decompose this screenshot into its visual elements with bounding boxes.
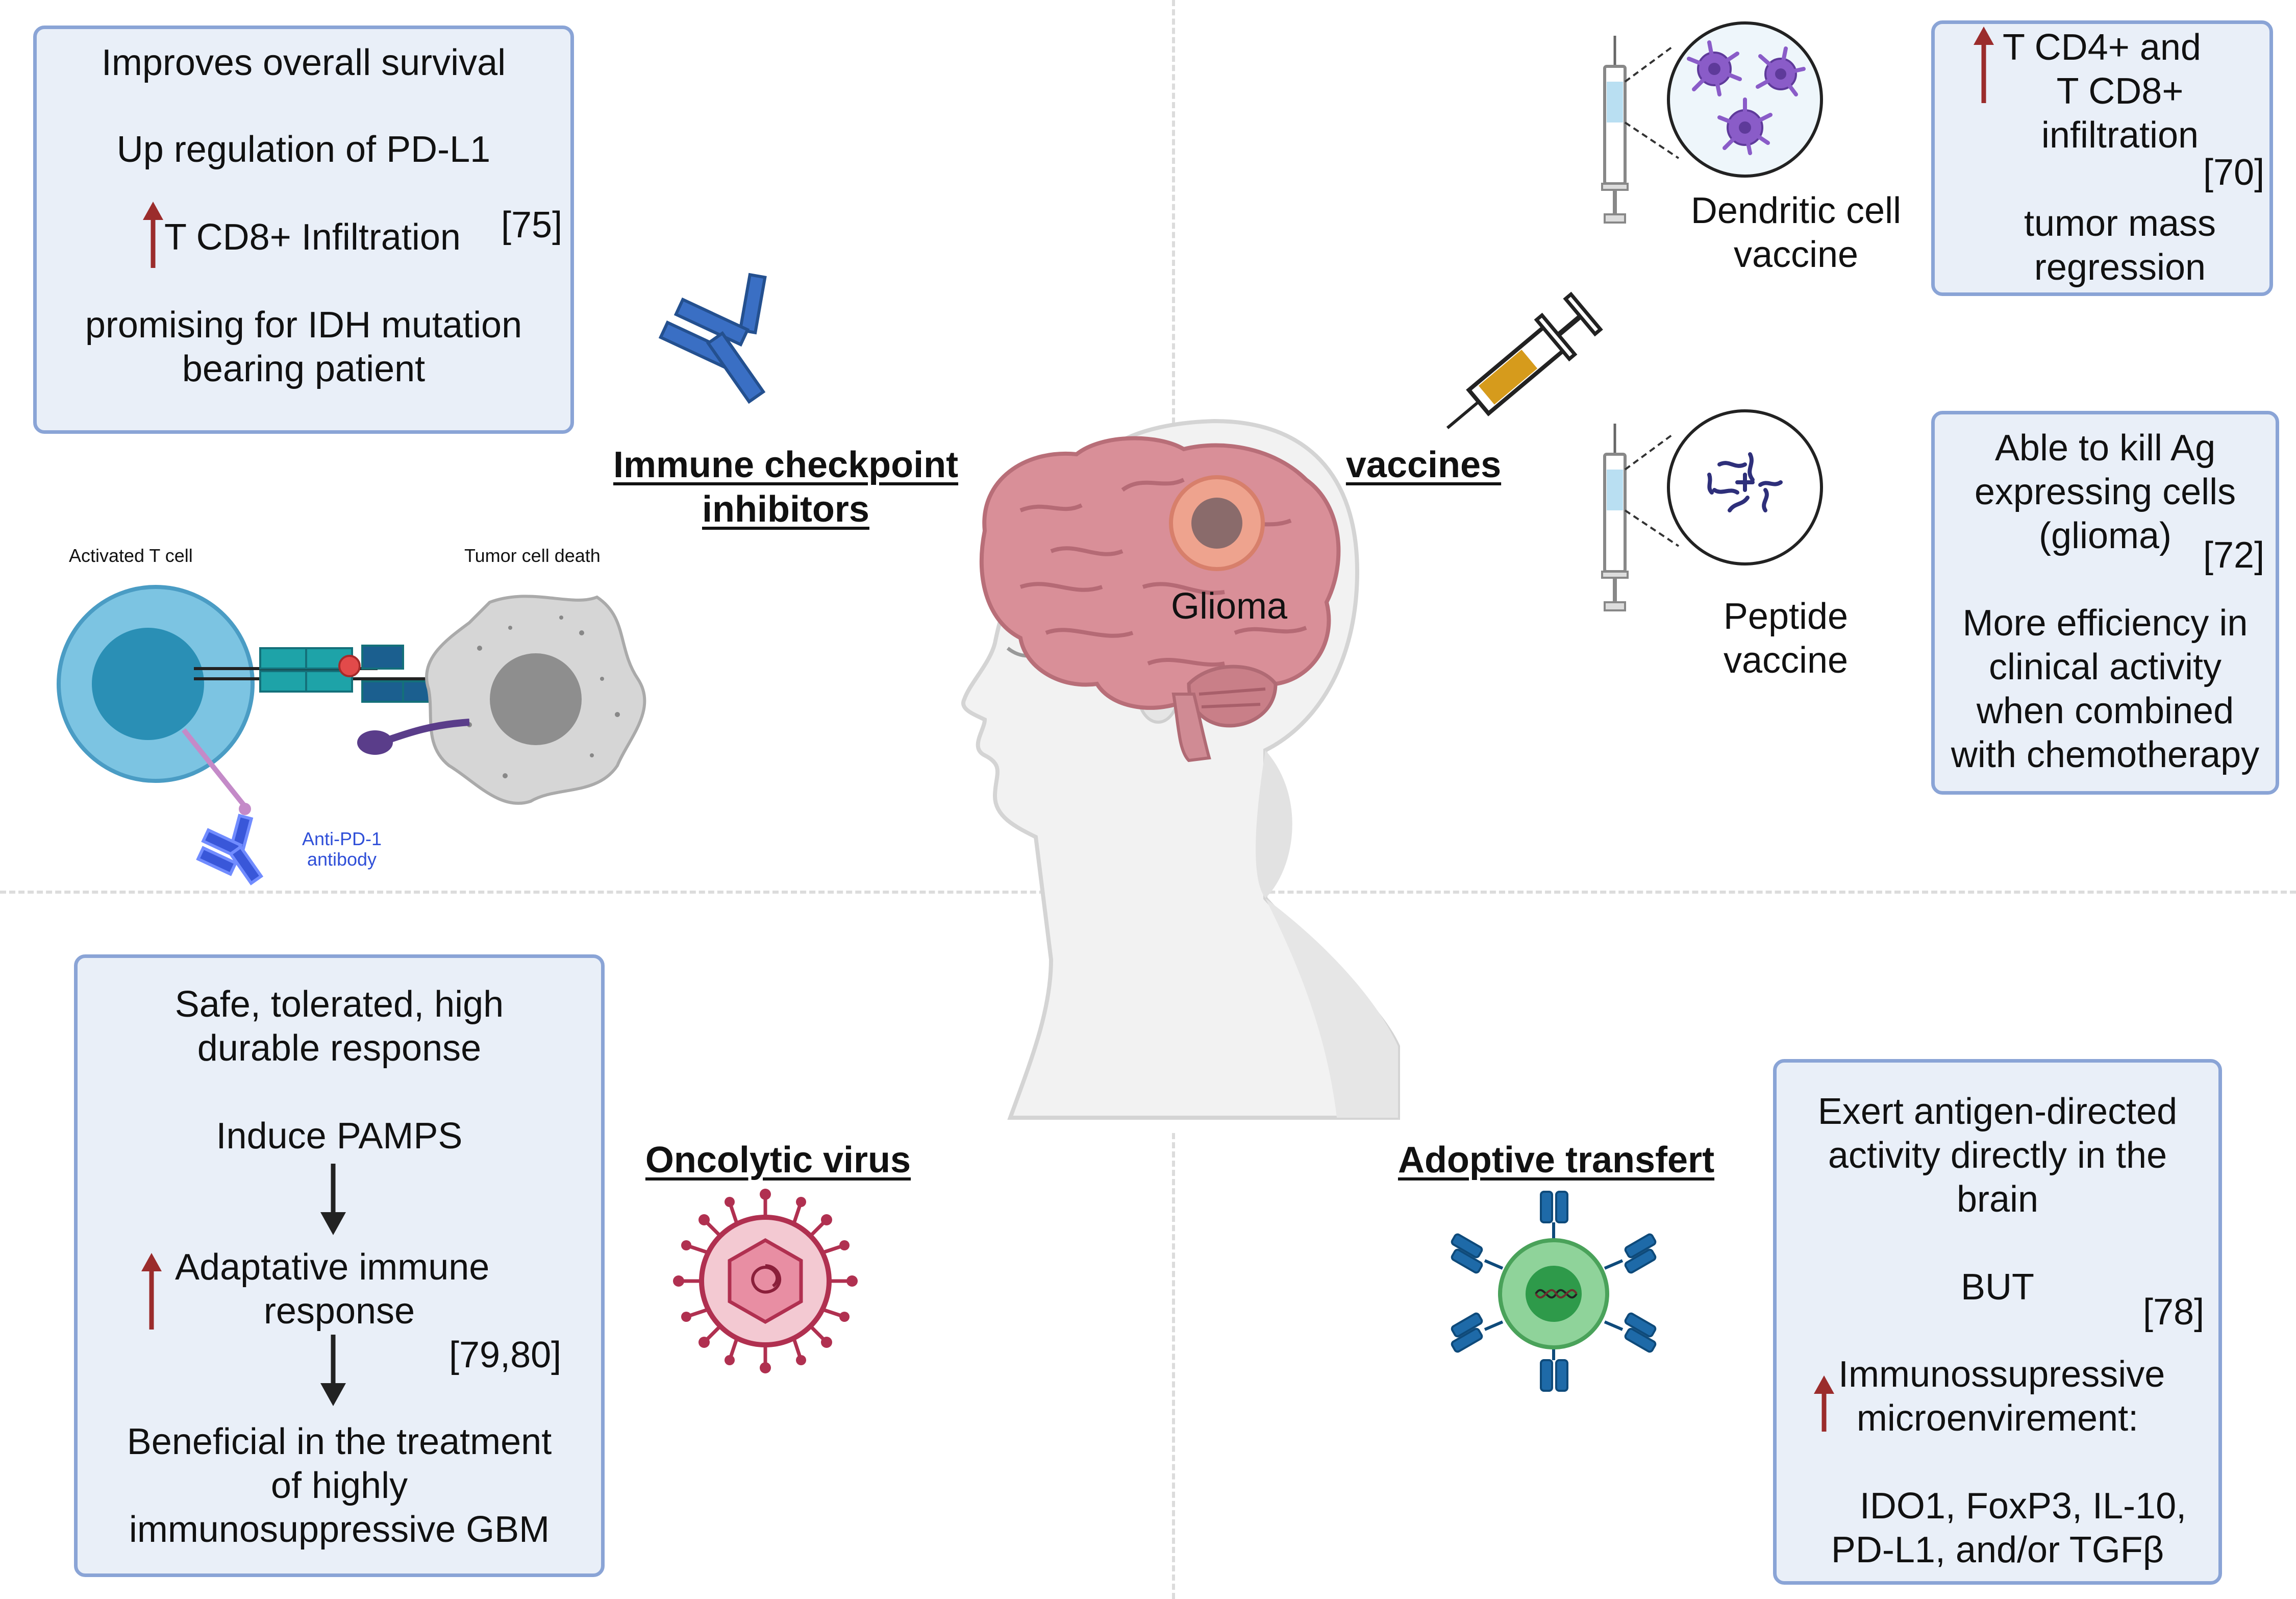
vaccine-box1-line-1: T CD4+ and bbox=[2003, 27, 2201, 68]
oncolytic-line-4: Adaptative immune bbox=[175, 1247, 490, 1288]
virus-icon bbox=[673, 1189, 858, 1373]
vaccines-heading: vaccines bbox=[1345, 445, 1502, 485]
adoptive-line-7: IDO1, FoxP3, IL-10, bbox=[1859, 1486, 2187, 1527]
checkpoint-info-box bbox=[33, 26, 574, 434]
adoptive-info-box bbox=[1773, 1059, 2222, 1585]
peptide-label-2: vaccine bbox=[1723, 640, 1849, 681]
checkpoint-line-4a: promising for IDH mutation bbox=[85, 305, 522, 346]
vaccine-box1-ref: [70] bbox=[2203, 152, 2265, 193]
checkpoint-heading-line-1: Immune checkpoint bbox=[613, 445, 959, 485]
tcell-tumor-illustration bbox=[57, 585, 646, 885]
glioma-label: Glioma bbox=[1171, 586, 1288, 627]
dendritic-label-2: vaccine bbox=[1733, 234, 1859, 275]
adoptive-line-4: BUT bbox=[1961, 1267, 2034, 1308]
up-arrow-icon bbox=[141, 1253, 162, 1330]
vaccine-box1-line-2: T CD8+ bbox=[2056, 71, 2184, 112]
peptide-label-1: Peptide bbox=[1723, 596, 1849, 637]
vaccine-box2-line-3: (glioma) bbox=[2038, 515, 2172, 556]
adoptive-ref: [78] bbox=[2143, 1292, 2205, 1333]
vaccine-box2-line-1: Able to kill Ag bbox=[1994, 428, 2216, 469]
oncolytic-line-3: Induce PAMPS bbox=[216, 1116, 463, 1157]
oncolytic-info-box bbox=[74, 954, 605, 1577]
adoptive-line-1: Exert antigen-directed bbox=[1817, 1091, 2178, 1132]
car-t-cell-icon bbox=[1451, 1191, 1657, 1392]
up-arrow-icon bbox=[143, 202, 163, 268]
vertical-divider-top bbox=[1172, 0, 1175, 424]
activated-t-cell-label: Activated T cell bbox=[69, 545, 193, 566]
up-arrow-icon bbox=[1974, 27, 1994, 103]
vaccine-box1-line-3: infiltration bbox=[2041, 115, 2199, 156]
oncolytic-line-1: Safe, tolerated, high bbox=[174, 984, 504, 1025]
vaccine-box2-line-5: clinical activity bbox=[1988, 647, 2222, 687]
peptide-vaccine-illustration bbox=[1601, 409, 1823, 611]
adoptive-line-3: brain bbox=[1956, 1179, 2039, 1220]
antibody-icon bbox=[658, 273, 767, 404]
anti-pd1-label-2: antibody bbox=[307, 849, 377, 870]
adoptive-line-2: activity directly in the bbox=[1828, 1135, 2167, 1176]
dendritic-label-1: Dendritic cell bbox=[1690, 190, 1902, 231]
adoptive-heading: Adoptive transfert bbox=[1397, 1140, 1715, 1180]
adoptive-line-6: microenvirement: bbox=[1856, 1398, 2139, 1439]
vaccine-info-box-2 bbox=[1931, 411, 2279, 795]
vaccine-box2-line-6: when combined bbox=[1976, 691, 2234, 731]
anti-pd1-label-1: Anti-PD-1 bbox=[302, 828, 382, 849]
adoptive-line-5: Immunossupressive bbox=[1838, 1354, 2165, 1395]
dendritic-vaccine-illustration bbox=[1601, 21, 1823, 224]
vaccine-box2-line-4: More efficiency in bbox=[1962, 603, 2248, 644]
vaccine-info-box-1 bbox=[1931, 20, 2273, 296]
oncolytic-line-6: Beneficial in the treatment bbox=[127, 1421, 552, 1462]
oncolytic-ref: [79,80] bbox=[449, 1335, 562, 1375]
checkpoint-line-1: Improves overall survival bbox=[101, 42, 506, 83]
checkpoint-line-2: Up regulation of PD-L1 bbox=[116, 129, 491, 170]
oncolytic-line-2: durable response bbox=[197, 1028, 482, 1069]
down-arrow-icon bbox=[320, 1164, 346, 1235]
syringe-icon bbox=[1446, 291, 1603, 429]
vaccine-box1-line-5: regression bbox=[2034, 247, 2206, 288]
oncolytic-line-7: of highly bbox=[270, 1465, 408, 1506]
vaccine-box2-line-2: expressing cells bbox=[1974, 472, 2236, 512]
oncolytic-heading: Oncolytic virus bbox=[645, 1140, 911, 1180]
up-arrow-icon bbox=[1814, 1375, 1834, 1432]
adoptive-line-8: PD-L1, and/or TGFβ bbox=[1831, 1530, 2164, 1570]
checkpoint-line-4b: bearing patient bbox=[182, 349, 426, 389]
vaccine-box2-line-7: with chemotherapy bbox=[1951, 734, 2260, 775]
oncolytic-line-8: immunosuppressive GBM bbox=[129, 1509, 550, 1550]
oncolytic-line-5: response bbox=[263, 1291, 415, 1332]
vaccine-box2-ref: [72] bbox=[2203, 535, 2265, 576]
down-arrow-icon bbox=[320, 1335, 346, 1406]
checkpoint-ref: [75] bbox=[501, 205, 563, 245]
tumor-cell-death-label: Tumor cell death bbox=[464, 545, 601, 566]
vertical-divider-bottom bbox=[1172, 1133, 1175, 1599]
checkpoint-heading-line-2: inhibitors bbox=[702, 489, 869, 530]
vaccine-box1-line-4: tumor mass bbox=[2024, 203, 2216, 244]
checkpoint-line-3: T CD8+ Infiltration bbox=[164, 217, 461, 258]
